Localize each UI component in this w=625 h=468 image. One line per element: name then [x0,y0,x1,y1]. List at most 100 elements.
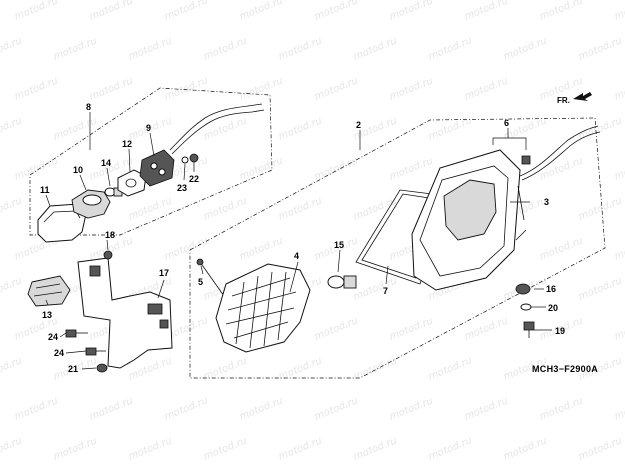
watermark-text: motod.ru [613,395,625,422]
part-5-screw [196,258,225,297]
watermark-text: motod.ru [352,275,399,302]
watermark-text: motod.ru [613,0,625,23]
watermark-text: motod.ru [88,0,135,23]
watermark-text: motod.ru [52,35,99,62]
watermark-text: motod.ru [352,355,399,382]
watermark-text: motod.ru [0,275,24,302]
part-24-screw-lower [85,347,106,356]
watermark-text: motod.ru [52,435,99,462]
callout-24-lower: 24 [54,348,64,358]
watermark-text: motod.ru [577,35,624,62]
callout-2: 2 [356,120,361,130]
part-18-nut [103,250,113,260]
front-arrow-icon [573,92,592,101]
watermark-text: motod.ru [277,355,324,382]
watermark-text: motod.ru [427,35,474,62]
callout-7: 7 [383,286,388,296]
watermark-text: motod.ru [613,155,625,182]
watermark-text: motod.ru [238,155,285,182]
callout-22: 22 [189,174,199,184]
watermark-text: motod.ru [277,195,324,222]
part-4-tail-lens [215,263,311,353]
watermark-text: motod.ru [202,435,249,462]
watermark-text: motod.ru [88,75,135,102]
watermark-text: motod.ru [613,315,625,342]
watermark-text: motod.ru [613,235,625,262]
watermark-text: motod.ru [127,435,174,462]
watermark-text: motod.ru [238,395,285,422]
watermark-text: motod.ru [388,75,435,102]
watermark-text: motod.ru [538,155,585,182]
callout-labels: 2 3 4 5 6 7 8 9 10 11 12 13 14 15 16 17 … [40,102,565,374]
watermark-text: motod.ru [238,235,285,262]
watermark-text: motod.ru [388,155,435,182]
watermark-text: motod.ru [388,315,435,342]
watermark-text: motod.ru [202,355,249,382]
watermark-text: motod.ru [0,355,24,382]
callout-19: 19 [555,326,565,336]
watermark-text: motod.ru [52,115,99,142]
watermark-text: motod.ru [202,115,249,142]
watermark-text: motod.ru [352,35,399,62]
part-17-license-bracket [77,257,173,369]
watermark-text: motod.ru [313,315,360,342]
watermark-text: motod.ru [352,435,399,462]
watermark-text: motod.ru [127,35,174,62]
watermark-text: motod.ru [0,195,24,222]
watermark-text: motod.ru [0,435,24,462]
part-22-screw [189,153,199,163]
callout-20: 20 [548,303,558,313]
leader-lines [45,112,552,370]
callout-4: 4 [294,251,299,261]
watermark-text: motod.ru [502,435,549,462]
watermark-text: motod.ru [388,0,435,23]
callout-8: 8 [86,102,91,112]
callout-15: 15 [334,240,344,250]
watermark-text: motod.ru [0,35,24,62]
assembly-box-2 [189,117,606,379]
front-direction-indicator: FR. [557,92,592,105]
diagram-code: MCH3−F2900A [532,364,598,374]
watermark-text: motod.ru [577,275,624,302]
callout-24-upper: 24 [48,332,58,342]
direction-label: FR. [557,96,570,105]
part-10-housing [71,189,111,219]
callout-10: 10 [73,165,83,175]
part-12-socket [117,169,147,197]
watermark-text: motod.ru [277,115,324,142]
callout-6: 6 [504,118,509,128]
watermark-text: motod.ru [13,0,60,23]
watermark-text: motod.ru [163,235,210,262]
watermark-text: motod.ru [463,75,510,102]
callout-16: 16 [546,284,556,294]
watermark-text: motod.ru [613,75,625,102]
watermark-text: motod.ru [538,235,585,262]
watermark-text: motod.ru [427,435,474,462]
part-6-wire-2 [521,131,601,181]
callout-3: 3 [544,197,549,207]
part-24-screw-upper [65,329,88,338]
watermark-text: motod.ru [0,115,24,142]
callout-11: 11 [40,185,50,195]
watermark-text: motod.ru [427,355,474,382]
part-19-bolt [523,321,535,338]
assembly-box-8 [29,87,273,236]
watermark-text: motod.ru [577,435,624,462]
watermark-text: motod.ru [577,115,624,142]
callout-17: 17 [159,268,169,278]
watermark-text: motod.ru [463,0,510,23]
watermark-text: motod.ru [538,0,585,23]
watermark-text: motod.ru [163,75,210,102]
watermark-text: motod.ru [313,155,360,182]
watermark-text: motod.ru [313,395,360,422]
part-20-washer [520,303,532,311]
watermark-text: motod.ru [202,195,249,222]
watermark-text: motod.ru [127,195,174,222]
part-11-lens [37,203,87,243]
part-23-washer [181,156,189,164]
watermark-text: motod.ru [277,435,324,462]
watermark-text: motod.ru [277,35,324,62]
watermark-text: motod.ru [313,0,360,23]
